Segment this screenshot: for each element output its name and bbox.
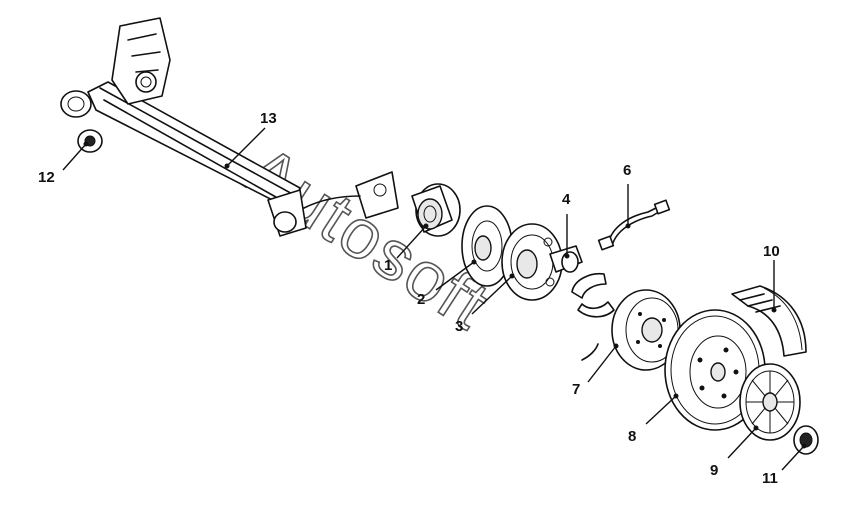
brake-backing-plate-icon [461,205,513,287]
callout-8: 8 [628,428,636,445]
hub-bearing-icon [411,183,461,237]
callout-12: 12 [38,169,55,186]
brake-drum-icon [611,289,681,371]
hub-cap-icon [739,363,819,455]
callout-2: 2 [417,291,425,308]
callout-4: 4 [562,191,571,208]
brake-hose-icon [597,199,671,251]
callout-6: 6 [623,162,631,179]
callout-3: 3 [455,318,463,335]
callout-9: 9 [710,462,718,479]
brake-shoes-icon [571,272,615,361]
callout-labels: 13 12 1 2 3 4 6 7 8 9 10 11 [38,110,780,487]
tire-icon [731,285,807,357]
callout-13: 13 [260,110,277,127]
callout-7: 7 [572,381,580,398]
brake-assembly-icon [501,223,563,301]
callout-11: 11 [762,470,778,487]
leader-lines [62,127,807,471]
callout-10: 10 [763,243,780,260]
callout-1: 1 [384,257,392,274]
rear-axle-beam-icon [60,17,399,237]
